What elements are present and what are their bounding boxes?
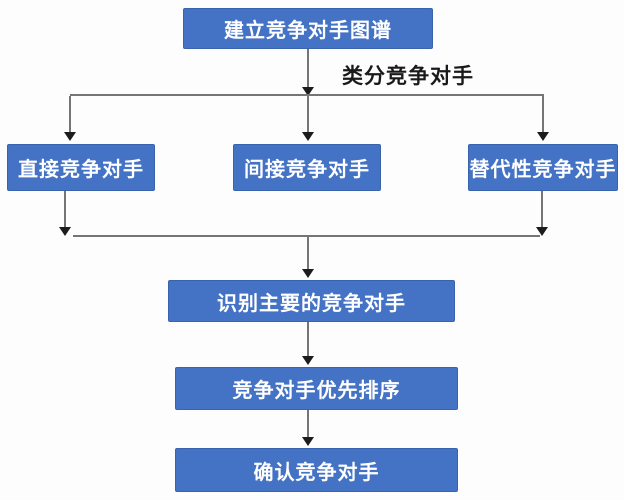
connector-branch-to-substitute: [542, 96, 544, 132]
node-direct-competitors: 直接竞争对手: [7, 144, 155, 191]
node-prioritize-competitors: 竞争对手优先排序: [175, 367, 458, 410]
connector-merge-to-identify: [307, 236, 309, 269]
connector-substitute-to-merge: [541, 191, 543, 229]
arrowhead-icon: [302, 437, 314, 446]
node-build-competitor-map: 建立竞争对手图谱: [183, 8, 433, 49]
arrowhead-icon: [302, 269, 314, 278]
arrowhead-icon: [537, 132, 549, 141]
arrowhead-icon: [64, 132, 76, 141]
arrowhead-icon: [302, 356, 314, 365]
connector-identify-to-prioritize: [307, 322, 309, 356]
connector-branch-to-indirect: [307, 96, 309, 132]
connector-merge-bar: [73, 235, 540, 237]
connector-top-to-branch: [307, 49, 309, 88]
node-confirm-competitors: 确认竞争对手: [175, 448, 458, 492]
connector-prioritize-to-confirm: [307, 410, 309, 437]
connector-direct-to-merge: [64, 191, 66, 229]
connector-branch-to-direct: [69, 96, 71, 132]
arrowhead-icon: [302, 132, 314, 141]
node-indirect-competitors: 间接竞争对手: [233, 144, 381, 191]
node-substitute-competitors: 替代性竞争对手: [468, 144, 618, 191]
arrowhead-icon: [302, 87, 314, 96]
arrowhead-icon: [59, 227, 71, 236]
connector-branch-bar: [70, 94, 544, 96]
edge-label-classify-competitors: 类分竞争对手: [342, 65, 474, 88]
arrowhead-icon: [536, 227, 548, 236]
node-identify-main-competitors: 识别主要的竞争对手: [168, 280, 455, 322]
